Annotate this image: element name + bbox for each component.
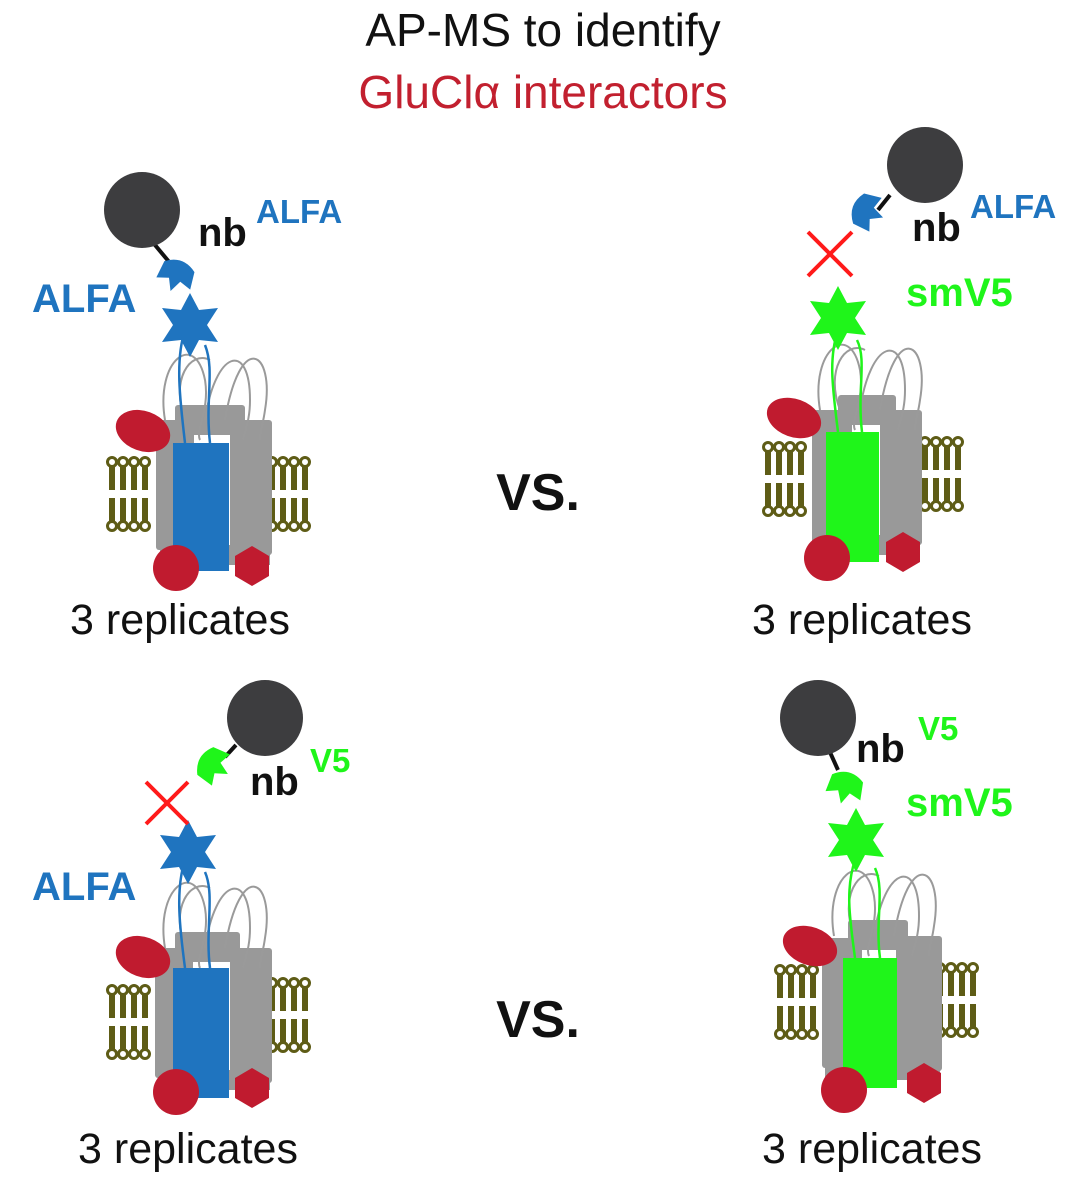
nanobody (846, 189, 890, 235)
no-binding-cross (806, 230, 854, 278)
membrane-right (921, 438, 963, 511)
tag-label: ALFA (32, 865, 136, 909)
membrane-left (108, 458, 150, 531)
replicates-label: 3 replicates (762, 1125, 982, 1173)
interactor-oval (115, 935, 171, 979)
nb-label: nb (912, 206, 961, 250)
nb-superscript: V5 (310, 742, 350, 779)
smv5-tag-star (828, 808, 884, 872)
nanobody (823, 767, 867, 809)
nb-superscript: ALFA (256, 193, 342, 230)
panel-bottom-left: nb V5 ALFA 3 replicates (32, 680, 350, 1173)
alfa-tag-star (160, 820, 216, 884)
interactor-circle (153, 545, 199, 591)
tag-label: smV5 (906, 781, 1013, 825)
tag-label: smV5 (906, 271, 1013, 315)
no-binding-cross (144, 780, 190, 826)
membrane-left (764, 443, 806, 516)
glucl-subunit (843, 958, 897, 1088)
nb-label: nb (856, 727, 905, 771)
nb-superscript: V5 (918, 710, 958, 747)
nb-label: nb (250, 760, 299, 804)
replicates-label: 3 replicates (70, 596, 290, 644)
alfa-tag-star (162, 293, 218, 357)
panel-top-left: nb ALFA ALFA 3 replicates (32, 172, 342, 644)
vs-label-bottom: VS. (496, 991, 580, 1049)
panel-top-right: nb ALFA smV5 3 replicates (752, 127, 1056, 644)
interactor-circle (821, 1067, 867, 1113)
title-line-2: GluClα interactors (358, 66, 727, 118)
replicates-label: 3 replicates (752, 596, 972, 644)
nb-label: nb (198, 211, 247, 255)
interactor-circle (804, 535, 850, 581)
interactor-oval (115, 409, 171, 453)
nanobody (153, 254, 199, 298)
membrane-left (776, 966, 818, 1039)
tag-label: ALFA (32, 277, 136, 321)
interactor-oval (766, 397, 822, 439)
membrane-right (268, 458, 310, 531)
panel-bottom-right: nb V5 smV5 3 replicates (762, 680, 1013, 1173)
membrane-right (268, 979, 310, 1052)
vs-label-top: VS. (496, 464, 580, 522)
interactor-circle (153, 1069, 199, 1115)
interactor-oval (782, 925, 838, 967)
nb-superscript: ALFA (970, 188, 1056, 225)
title-line-1: AP-MS to identify (365, 4, 720, 56)
bead (887, 127, 963, 203)
replicates-label: 3 replicates (78, 1125, 298, 1173)
bead (104, 172, 180, 248)
bead (227, 680, 303, 756)
bead (780, 680, 856, 756)
membrane-left (108, 986, 150, 1059)
